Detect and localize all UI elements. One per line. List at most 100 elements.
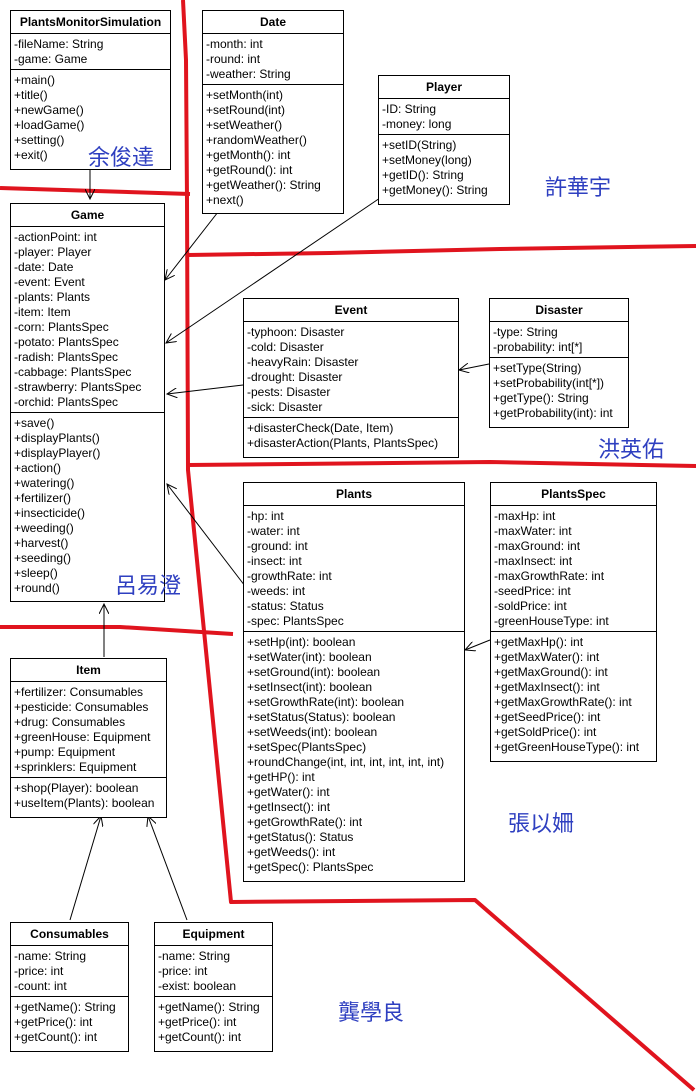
method: +setProbability(int[*]) [493,376,605,390]
method: +getGrowthRate(): int [247,815,363,829]
method: +newGame() [14,103,84,117]
class-name: Game [11,204,164,227]
uml-class-event: Event -typhoon: Disaster -cold: Disaster… [243,298,459,458]
method: +getSoldPrice(): int [494,725,597,739]
attribute: -typhoon: Disaster [247,325,345,339]
attribute: -probability: int[*] [493,340,583,354]
method: +round() [14,581,60,595]
method: +exit() [14,148,48,162]
method: +setRound(int) [206,103,286,117]
attribute: -weather: String [206,67,291,81]
class-name: Item [11,659,166,682]
class-name: Consumables [11,923,128,946]
method: +setGround(int): boolean [247,665,381,679]
method: +sleep() [14,566,58,580]
attribute: -water: int [247,524,300,538]
attribute: -ID: String [382,102,437,116]
method: +getSpec(): PlantsSpec [247,860,374,874]
attribute: -fileName: String [14,37,104,51]
method: +getPrice(): int [158,1015,237,1029]
attribute: +sprinklers: Equipment [14,760,137,774]
attributes-section: -fileName: String -game: Game [11,34,170,70]
attribute: -date: Date [14,260,74,274]
method: +save() [14,416,55,430]
attribute: -corn: PlantsSpec [14,320,109,334]
uml-class-item: Item +fertilizer: Consumables +pesticide… [10,658,167,818]
methods-section: +setHp(int): boolean +setWater(int): boo… [244,632,464,877]
attribute: -orchid: PlantsSpec [14,395,119,409]
attribute: -drought: Disaster [247,370,343,384]
attribute: -hp: int [247,509,284,523]
method: +setType(String) [493,361,582,375]
attribute: -plants: Plants [14,290,91,304]
attribute: -growthRate: int [247,569,332,583]
uml-class-plants: Plants -hp: int -water: int -ground: int… [243,482,465,882]
attributes-section: -actionPoint: int -player: Player -date:… [11,227,164,413]
method: +disasterAction(Plants, PlantsSpec) [247,436,439,450]
uml-class-equipment: Equipment -name: String -price: int -exi… [154,922,273,1052]
attribute: -maxInsect: int [494,554,573,568]
method: +getHP(): int [247,770,315,784]
class-name: PlantsSpec [491,483,656,506]
method: +shop(Player): boolean [14,781,139,795]
attribute: -maxHp: int [494,509,556,523]
method: +getCount(): int [158,1030,242,1044]
author-signature: 龔學良 [338,1001,405,1026]
method: +setStatus(Status): boolean [247,710,396,724]
attribute: -cabbage: PlantsSpec [14,365,132,379]
method: +getMoney(): String [382,183,488,197]
method: +useItem(Plants): boolean [14,796,155,810]
methods-section: +getName(): String +getPrice(): int +get… [11,997,128,1047]
attribute: -maxGround: int [494,539,581,553]
method: +watering() [14,476,75,490]
method: +getSeedPrice(): int [494,710,601,724]
attribute: -cold: Disaster [247,340,324,354]
attribute: -seedPrice: int [494,584,571,598]
method: +getGreenHouseType(): int [494,740,640,754]
uml-class-plants-spec: PlantsSpec -maxHp: int -maxWater: int -m… [490,482,657,762]
attribute: -insect: int [247,554,302,568]
attribute: -strawberry: PlantsSpec [14,380,142,394]
method: +title() [14,88,48,102]
attribute: -status: Status [247,599,324,613]
author-signature: 許華宇 [545,176,612,201]
attribute: -price: int [158,964,208,978]
attributes-section: -ID: String -money: long [379,99,509,135]
method: +fertilizer() [14,491,72,505]
attribute: -type: String [493,325,558,339]
attribute: -exist: boolean [158,979,237,993]
methods-section: +main() +title() +newGame() +loadGame() … [11,70,170,165]
author-signature: 余俊達 [88,146,155,171]
attribute: +fertilizer: Consumables [14,685,144,699]
author-signature: 呂易澄 [115,574,182,599]
attributes-section: -name: String -price: int -exist: boolea… [155,946,272,997]
methods-section: +getName(): String +getPrice(): int +get… [155,997,272,1047]
attributes-section: -name: String -price: int -count: int [11,946,128,997]
method: +getType(): String [493,391,589,405]
attribute: -name: String [158,949,231,963]
methods-section: +save() +displayPlants() +displayPlayer(… [11,413,164,598]
method: +loadGame() [14,118,85,132]
methods-section: +getMaxHp(): int +getMaxWater(): int +ge… [491,632,656,757]
method: +getMaxWater(): int [494,650,600,664]
class-name: Event [244,299,458,322]
attributes-section: -maxHp: int -maxWater: int -maxGround: i… [491,506,656,632]
methods-section: +setType(String) +setProbability(int[*])… [490,358,628,423]
attribute: -round: int [206,52,261,66]
method: +action() [14,461,62,475]
methods-section: +setID(String) +setMoney(long) +getID():… [379,135,509,200]
attribute: -weeds: int [247,584,306,598]
method: +setWater(int): boolean [247,650,372,664]
attribute: -event: Event [14,275,85,289]
method: +getPrice(): int [14,1015,93,1029]
method: +getMonth(): int [206,148,291,162]
method: +setHp(int): boolean [247,635,356,649]
attribute: -potato: PlantsSpec [14,335,119,349]
class-name: Plants [244,483,464,506]
attributes-section: -type: String -probability: int[*] [490,322,628,358]
attributes-section: +fertilizer: Consumables +pesticide: Con… [11,682,166,778]
method: +getMaxHp(): int [494,635,584,649]
uml-class-player: Player -ID: String -money: long +setID(S… [378,75,510,205]
attribute: -maxGrowthRate: int [494,569,605,583]
